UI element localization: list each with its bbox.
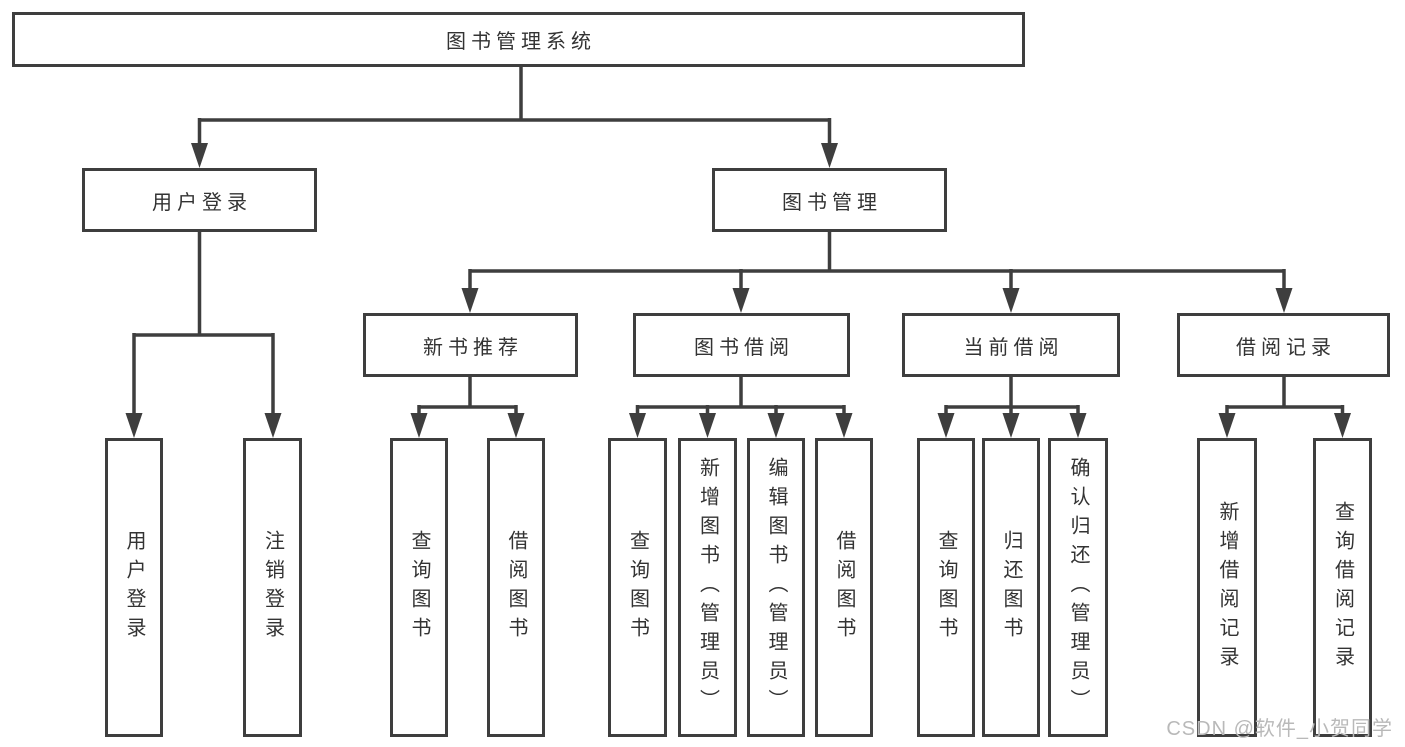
node-root: 图书管理系统 <box>12 12 1025 67</box>
leaf-add-book-admin-label: 新增图书（管理员） <box>696 457 719 718</box>
connector-user-login-to-leaves <box>132 232 275 415</box>
node-book-borrow-label: 图书借阅 <box>694 336 794 359</box>
leaf-user-login: 用户登录 <box>105 438 163 737</box>
arrowheads-book-borrow <box>629 413 853 438</box>
node-current-borrow: 当前借阅 <box>902 313 1120 377</box>
arrow-down-icon <box>1275 288 1293 313</box>
node-user-login: 用户登录 <box>82 168 317 232</box>
csdn-watermark: CSDN @软件_小贺同学 <box>1166 718 1393 740</box>
arrow-down-icon <box>732 288 750 313</box>
leaf-query-books-2: 查询图书 <box>608 438 667 737</box>
arrow-down-icon <box>461 288 479 313</box>
node-book-management: 图书管理 <box>712 168 947 232</box>
leaf-logout: 注销登录 <box>243 438 302 737</box>
leaf-add-borrow-record: 新增借阅记录 <box>1197 438 1257 737</box>
leaf-add-borrow-record-label: 新增借阅记录 <box>1216 500 1238 675</box>
connector-borrow-records-to-leaves <box>1225 377 1345 415</box>
leaf-query-books-2-label: 查询图书 <box>626 529 649 646</box>
connector-book-borrow-to-leaves <box>635 377 846 415</box>
connector-root-to-level2 <box>197 67 832 145</box>
leaf-logout-label: 注销登录 <box>261 529 284 646</box>
arrow-down-icon <box>1334 413 1351 438</box>
leaf-return-books: 归还图书 <box>982 438 1040 737</box>
arrowheads-borrow-records <box>1218 413 1351 438</box>
connector-current-borrow-to-leaves <box>944 377 1080 415</box>
arrow-down-icon <box>191 143 208 168</box>
leaf-query-borrow-record: 查询借阅记录 <box>1313 438 1372 737</box>
arrowheads-level3 <box>461 288 1293 313</box>
arrow-down-icon <box>767 413 785 438</box>
leaf-add-book-admin: 新增图书（管理员） <box>678 438 737 737</box>
leaf-borrow-books-2: 借阅图书 <box>815 438 873 737</box>
arrow-down-icon <box>264 413 282 438</box>
arrow-down-icon <box>1218 413 1236 438</box>
arrowheads-user-login <box>125 413 282 438</box>
leaf-query-books-1-label: 查询图书 <box>408 529 430 646</box>
arrow-down-icon <box>507 413 525 438</box>
arrow-down-icon <box>1002 413 1020 438</box>
arrowheads-level2 <box>191 143 838 168</box>
node-current-borrow-label: 当前借阅 <box>963 336 1064 359</box>
leaf-query-books-3-label: 查询图书 <box>935 529 957 646</box>
arrow-down-icon <box>1002 288 1020 313</box>
arrow-down-icon <box>410 413 428 438</box>
connector-book-management-to-level3 <box>468 232 1286 290</box>
leaf-confirm-return-admin: 确认归还（管理员） <box>1048 438 1108 737</box>
leaf-borrow-books-1: 借阅图书 <box>487 438 545 737</box>
leaf-query-books-1: 查询图书 <box>390 438 448 737</box>
leaf-borrow-books-2-label: 借阅图书 <box>833 529 855 646</box>
node-borrow-records-label: 借阅记录 <box>1236 336 1336 359</box>
arrow-down-icon <box>629 413 646 438</box>
arrow-down-icon <box>1069 413 1087 438</box>
arrow-down-icon <box>835 413 853 438</box>
leaf-edit-book-admin: 编辑图书（管理员） <box>747 438 805 737</box>
node-book-borrow: 图书借阅 <box>633 313 850 377</box>
node-new-book-recommend: 新书推荐 <box>363 313 578 377</box>
leaf-return-books-label: 归还图书 <box>1000 529 1022 646</box>
arrowheads-new-book <box>410 413 525 438</box>
leaf-confirm-return-admin-label: 确认归还（管理员） <box>1067 457 1089 718</box>
arrow-down-icon <box>821 143 838 168</box>
arrow-down-icon <box>125 413 143 438</box>
arrowheads-current-borrow <box>937 413 1087 438</box>
node-borrow-records: 借阅记录 <box>1177 313 1390 377</box>
arrow-down-icon <box>937 413 955 438</box>
node-book-management-label: 图书管理 <box>782 191 882 214</box>
leaf-query-borrow-record-label: 查询借阅记录 <box>1331 500 1354 675</box>
leaf-user-login-label: 用户登录 <box>123 529 145 646</box>
leaf-borrow-books-1-label: 借阅图书 <box>505 529 527 646</box>
arrow-down-icon <box>699 413 716 438</box>
node-user-login-label: 用户登录 <box>152 191 252 214</box>
connector-new-book-to-leaves <box>417 377 518 415</box>
leaf-query-books-3: 查询图书 <box>917 438 975 737</box>
leaf-edit-book-admin-label: 编辑图书（管理员） <box>765 457 787 718</box>
node-root-label: 图书管理系统 <box>446 31 596 53</box>
node-new-book-recommend-label: 新书推荐 <box>423 336 523 359</box>
